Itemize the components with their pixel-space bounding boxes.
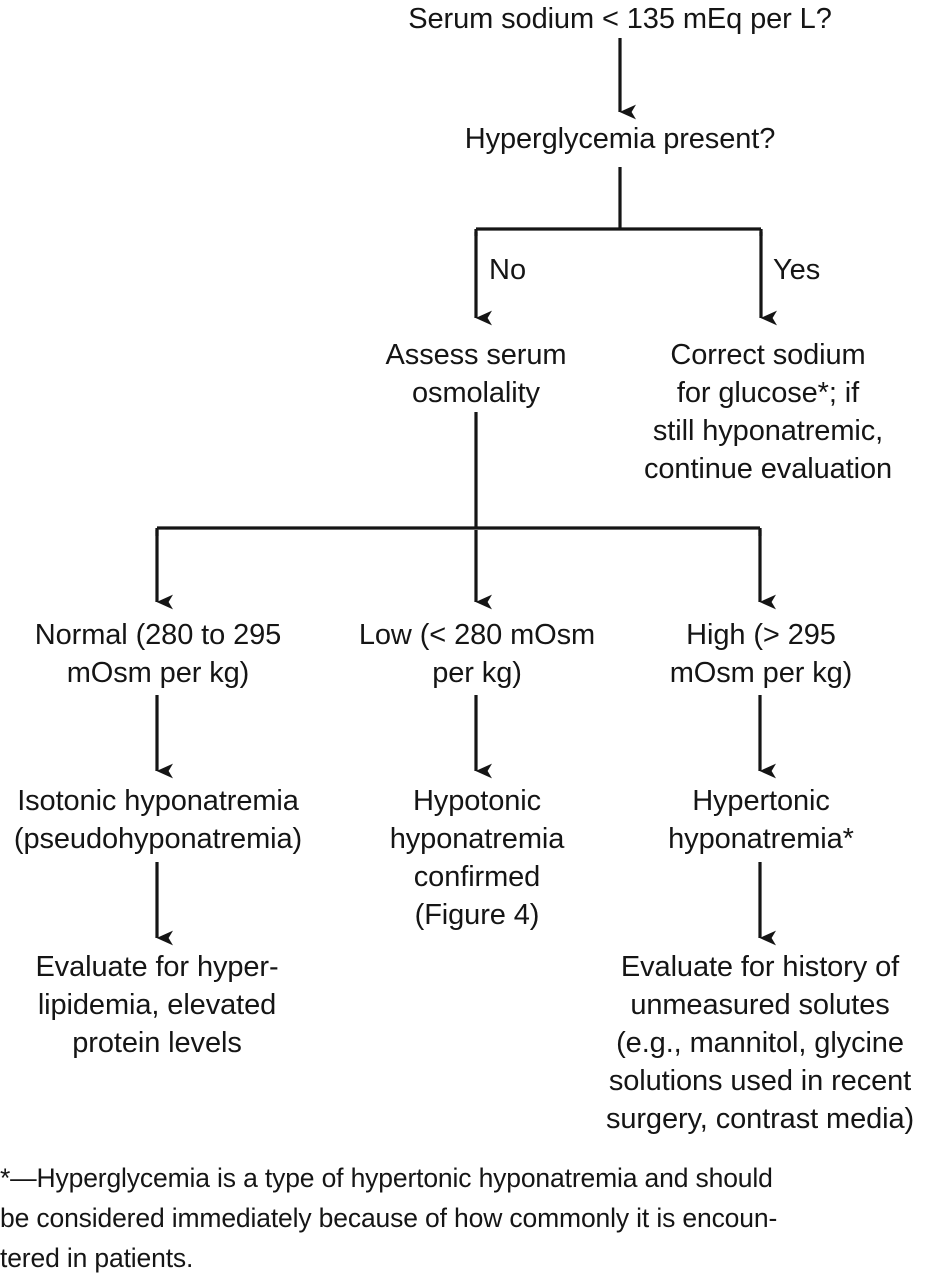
node-decision-hyperglycemia: Hyperglycemia present?: [464, 123, 776, 155]
node-assess-osmolality: Assess serum osmolality: [385, 339, 567, 409]
node-diagnosis-hypotonic: Hypotonic hyponatremia confirmed (Figure…: [389, 785, 565, 931]
node-action-isotonic: Evaluate for hyper- lipidemia, elevated …: [35, 951, 279, 1059]
node-osmolality-low: Low (< 280 mOsm per kg): [358, 619, 596, 689]
node-diagnosis-isotonic: Isotonic hyponatremia (pseudohyponatremi…: [13, 785, 303, 855]
node-osmolality-high: High (> 295 mOsm per kg): [669, 619, 853, 689]
edge-label-yes: Yes: [773, 254, 821, 286]
edge-label-no: No: [489, 254, 527, 286]
figure-footnote: *—Hyperglycemia is a type of hypertonic …: [0, 1163, 778, 1273]
node-diagnosis-hypertonic: Hypertonic hyponatremia*: [668, 785, 854, 855]
node-root: Serum sodium < 135 mEq per L?: [408, 3, 832, 35]
edge-decision-fork: [474, 167, 763, 236]
node-action-hypertonic: Evaluate for history of unmeasured solut…: [605, 951, 915, 1135]
node-osmolality-normal: Normal (280 to 295 mOsm per kg): [34, 619, 282, 689]
node-correct-sodium: Correct sodium for glucose*; if still hy…: [643, 339, 892, 485]
